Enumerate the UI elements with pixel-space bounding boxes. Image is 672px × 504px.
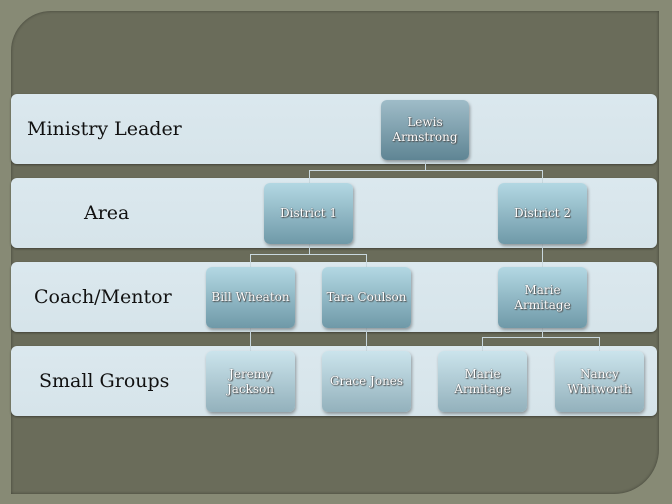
level-label: Ministry Leader (27, 118, 182, 140)
connector (309, 170, 543, 171)
connector (542, 170, 543, 183)
node-leader[interactable]: Lewis Armstrong (381, 100, 469, 160)
connector (366, 254, 367, 267)
node-coach-tara-coulson[interactable]: Tara Coulson (322, 267, 411, 328)
connector (599, 337, 600, 351)
connector (250, 254, 367, 255)
node-coach-marie-armitage[interactable]: Marie Armitage (498, 267, 587, 328)
connector (309, 244, 310, 254)
connector (542, 328, 543, 337)
node-district-2[interactable]: District 2 (498, 183, 587, 244)
connector (250, 254, 251, 267)
node-district-1[interactable]: District 1 (264, 183, 353, 244)
connector (425, 160, 426, 170)
node-coach-bill-wheaton[interactable]: Bill Wheaton (206, 267, 295, 328)
connector (250, 328, 251, 351)
connector (482, 337, 483, 351)
level-band-ministry-leader: Ministry Leader (11, 94, 657, 164)
level-label: Area (84, 202, 130, 224)
connector (482, 337, 600, 338)
node-group-jeremy-jackson[interactable]: Jeremy Jackson (206, 351, 295, 412)
connector (542, 244, 543, 267)
slide-panel (11, 11, 659, 494)
node-group-grace-jones[interactable]: Grace Jones (322, 351, 411, 412)
level-label: Coach/Mentor (34, 286, 172, 308)
connector (309, 170, 310, 183)
node-group-nancy-whitworth[interactable]: Nancy Whitworth (555, 351, 644, 412)
level-label: Small Groups (39, 370, 170, 392)
node-group-marie-armitage[interactable]: Marie Armitage (438, 351, 527, 412)
connector (366, 328, 367, 351)
